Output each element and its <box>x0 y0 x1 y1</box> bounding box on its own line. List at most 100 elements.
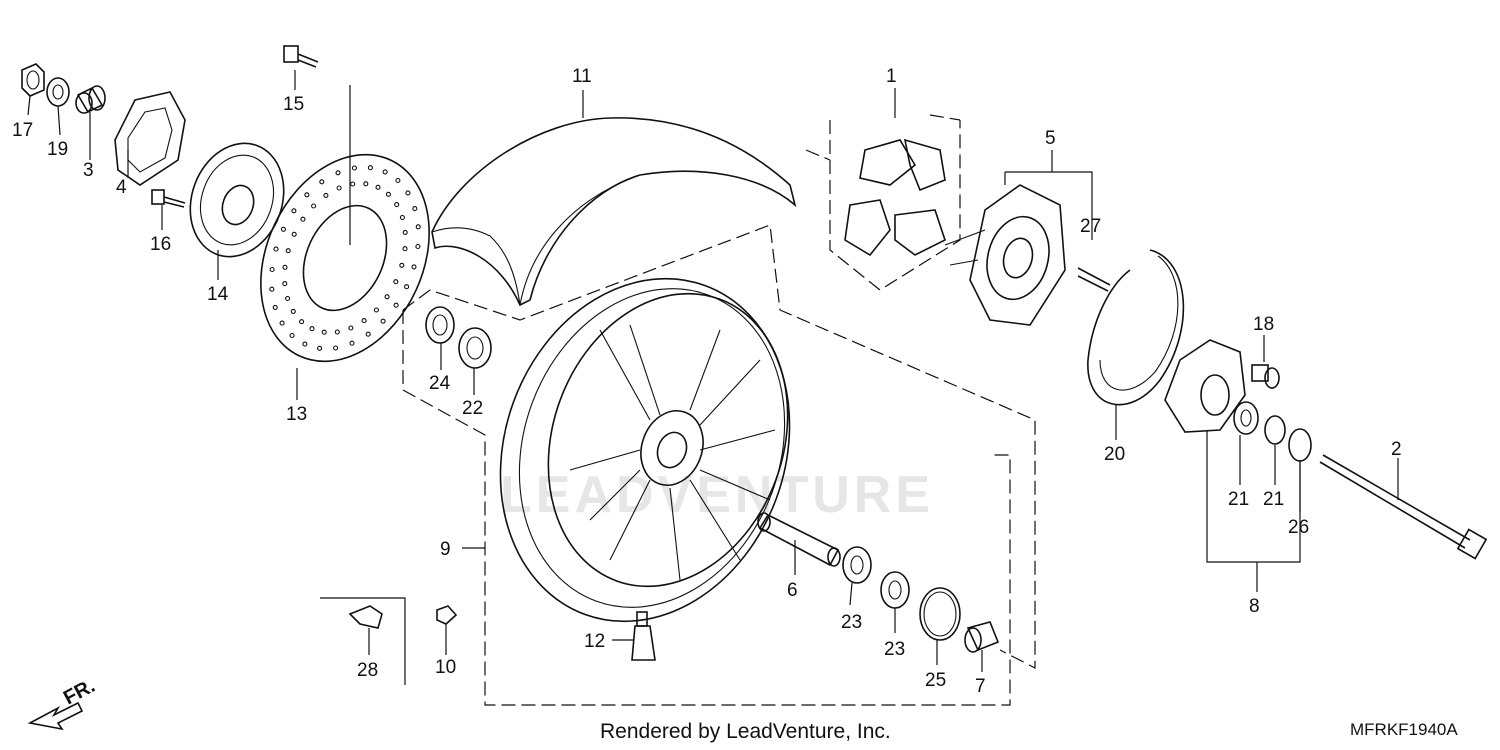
callout-7[interactable]: 7 <box>975 676 986 697</box>
damper-rubbers-part-1[interactable] <box>844 138 946 257</box>
disc-hole <box>351 165 357 171</box>
disc-hole <box>335 170 341 176</box>
disc-hole <box>334 329 340 335</box>
callout-13[interactable]: 13 <box>286 404 307 425</box>
callout-20[interactable]: 20 <box>1104 444 1125 465</box>
driven-flange-part-5[interactable] <box>944 184 1066 326</box>
disc-hole <box>402 229 408 235</box>
callout-15[interactable]: 15 <box>283 94 304 115</box>
bolt-part-16[interactable] <box>151 189 186 208</box>
disc-hole <box>290 308 296 314</box>
disc-hole <box>299 319 305 325</box>
callout-18[interactable]: 18 <box>1253 314 1274 335</box>
callout-1[interactable]: 1 <box>886 66 897 87</box>
disc-hole <box>285 295 291 302</box>
callout-4[interactable]: 4 <box>116 177 127 198</box>
spacer-part-6[interactable] <box>757 512 841 567</box>
washer-part-19[interactable] <box>46 77 70 107</box>
disc-hole <box>317 345 323 351</box>
collar-part-3[interactable] <box>75 85 106 114</box>
front-direction-indicator: FR. <box>27 675 99 731</box>
stud-part-27[interactable] <box>1077 267 1111 292</box>
callout-labels: 1 2 3 4 5 6 7 8 9 10 11 12 13 14 15 16 1… <box>12 66 1402 697</box>
disc-hole <box>311 203 317 209</box>
disc-hole <box>394 202 400 208</box>
callout-16[interactable]: 16 <box>150 234 171 255</box>
brake-disc-holes <box>269 165 421 351</box>
callout-9[interactable]: 9 <box>440 539 451 560</box>
callout-23b[interactable]: 23 <box>884 639 905 660</box>
disc-hole <box>350 181 356 187</box>
bolt-part-18[interactable] <box>1251 364 1280 389</box>
disc-hole <box>411 264 417 270</box>
callout-3[interactable]: 3 <box>83 160 94 181</box>
bolt-part-15[interactable] <box>283 45 319 68</box>
ring-part-26[interactable] <box>1288 428 1312 462</box>
hub-flange-part-8[interactable] <box>1164 339 1246 433</box>
disc-hole <box>385 191 391 197</box>
disc-hole <box>304 192 310 198</box>
callout-23a[interactable]: 23 <box>841 612 862 633</box>
callout-2[interactable]: 2 <box>1391 439 1402 460</box>
callout-5[interactable]: 5 <box>1045 128 1056 149</box>
callout-8[interactable]: 8 <box>1249 596 1260 617</box>
disc-hole <box>285 248 291 254</box>
circlip-part-20[interactable] <box>1087 249 1185 406</box>
disc-hole <box>279 320 285 326</box>
callout-22[interactable]: 22 <box>462 398 483 419</box>
watermark-text: LEADVENTURE <box>500 466 934 524</box>
disc-hole <box>412 206 418 212</box>
callout-19[interactable]: 19 <box>47 139 68 160</box>
disc-hole <box>399 214 405 221</box>
bearing-part-21b[interactable] <box>1264 415 1286 445</box>
wheel-part-9[interactable] <box>454 238 837 663</box>
callout-26[interactable]: 26 <box>1288 517 1309 538</box>
callout-21b[interactable]: 21 <box>1263 489 1284 510</box>
disc-hole <box>302 341 308 347</box>
callout-11[interactable]: 11 <box>572 66 592 87</box>
disc-hole <box>363 181 369 187</box>
disc-hole <box>380 318 386 324</box>
collar-part-7[interactable] <box>964 621 1000 653</box>
axle-part-2[interactable] <box>1319 454 1488 560</box>
callout-21a[interactable]: 21 <box>1228 489 1249 510</box>
disc-hole <box>272 304 278 310</box>
callout-12[interactable]: 12 <box>584 631 605 652</box>
disc-hole <box>319 179 325 185</box>
tire-part-11[interactable] <box>431 117 797 307</box>
bearing-part-22[interactable] <box>458 327 492 369</box>
valve-part-12[interactable] <box>631 611 656 661</box>
callout-27[interactable]: 27 <box>1080 216 1101 237</box>
leader-lines <box>27 70 1399 672</box>
disc-hole <box>365 331 371 337</box>
callout-10[interactable]: 10 <box>435 657 456 678</box>
callout-25[interactable]: 25 <box>925 670 946 691</box>
footer-credit: Rendered by LeadVenture, Inc. <box>600 720 891 743</box>
brake-disc-part-13[interactable] <box>229 127 462 389</box>
callout-14[interactable]: 14 <box>207 284 229 305</box>
o-ring-part-25[interactable] <box>919 587 961 641</box>
disc-hole <box>336 185 342 191</box>
nut-part-17[interactable] <box>21 63 45 97</box>
disc-hole <box>291 231 297 237</box>
callout-6[interactable]: 6 <box>787 580 798 601</box>
diagram-code: MFRKF1940A <box>1350 720 1458 739</box>
bearing-part-24[interactable] <box>425 306 455 344</box>
bearing-part-23a[interactable] <box>842 546 872 584</box>
hub-plate-part-14[interactable] <box>175 130 299 270</box>
disc-hole <box>399 262 405 268</box>
disc-hole <box>282 264 288 270</box>
disc-hole <box>300 216 306 222</box>
callout-24[interactable]: 24 <box>429 373 451 394</box>
clip-part-10[interactable] <box>436 605 458 625</box>
bearing-part-23b[interactable] <box>880 571 910 609</box>
disc-hole <box>273 246 279 252</box>
disc-hole <box>405 190 411 196</box>
callout-17[interactable]: 17 <box>12 120 33 141</box>
bearing-part-21a[interactable] <box>1233 401 1259 435</box>
disc-hole <box>289 332 295 339</box>
callout-28[interactable]: 28 <box>357 660 378 681</box>
clip-part-28[interactable] <box>348 605 383 629</box>
pulser-ring-part-4[interactable] <box>114 91 186 186</box>
disc-hole <box>404 284 410 290</box>
